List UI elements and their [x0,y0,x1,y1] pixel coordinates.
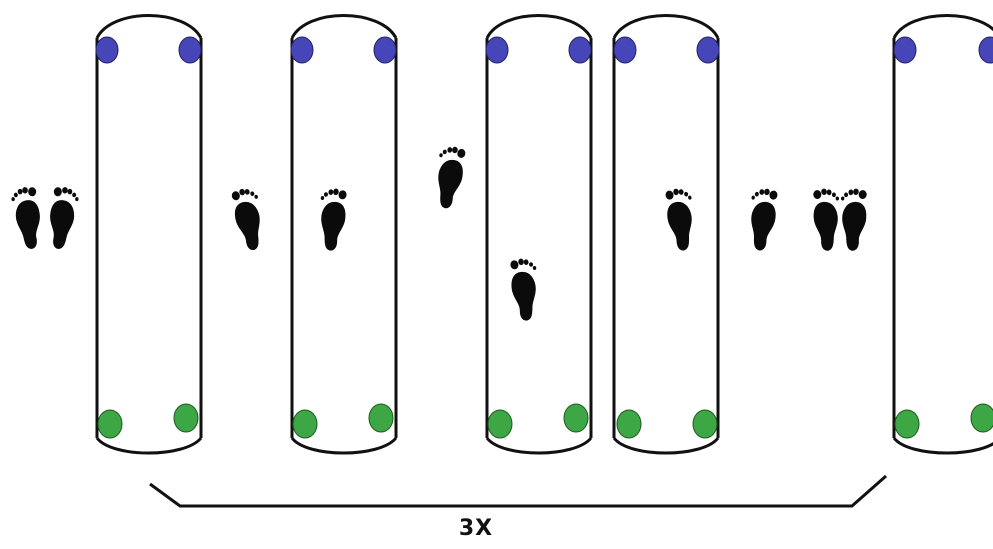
ladder-panel [290,14,398,455]
ladder-panel [612,14,720,455]
blue-dot-icon [613,36,637,64]
blue-dot-icon [178,36,202,64]
footprint-icon [662,186,701,253]
green-dot-icon [692,409,718,439]
bottom-markers [97,403,993,439]
green-dot-icon [487,409,513,439]
green-dot-icon [173,403,199,433]
footprint-icon [228,185,271,253]
green-dot-icon [894,409,920,439]
ladder-panels [95,14,993,455]
blue-dot-icon [568,36,592,64]
repeat-count-label: 3X [458,516,494,541]
footprint-icon [507,256,544,323]
blue-dot-icon [893,36,917,64]
green-dot-icon [563,403,589,433]
green-dot-icon [970,403,993,433]
footprint-icon [429,144,469,210]
blue-dot-icon [696,36,720,64]
green-dot-icon [368,403,394,433]
footprint-icon [836,187,870,252]
blue-dot-icon [95,36,119,64]
footprints [11,144,870,323]
repeat-bracket [149,474,887,508]
top-markers [95,36,993,64]
footprint-icon [314,187,350,252]
ladder-panel [95,14,203,455]
footprint-icon [810,187,845,252]
ladder-panel [485,14,593,455]
blue-dot-icon [373,36,397,64]
blue-dot-icon [978,36,993,64]
footprint-icon [743,186,781,252]
footprint-icon [47,186,80,251]
green-dot-icon [97,409,123,439]
blue-dot-icon [290,36,314,64]
green-dot-icon [616,409,642,439]
ladder-panel [892,14,993,455]
green-dot-icon [292,409,318,439]
footprint-icon [11,186,42,250]
blue-dot-icon [485,36,509,64]
